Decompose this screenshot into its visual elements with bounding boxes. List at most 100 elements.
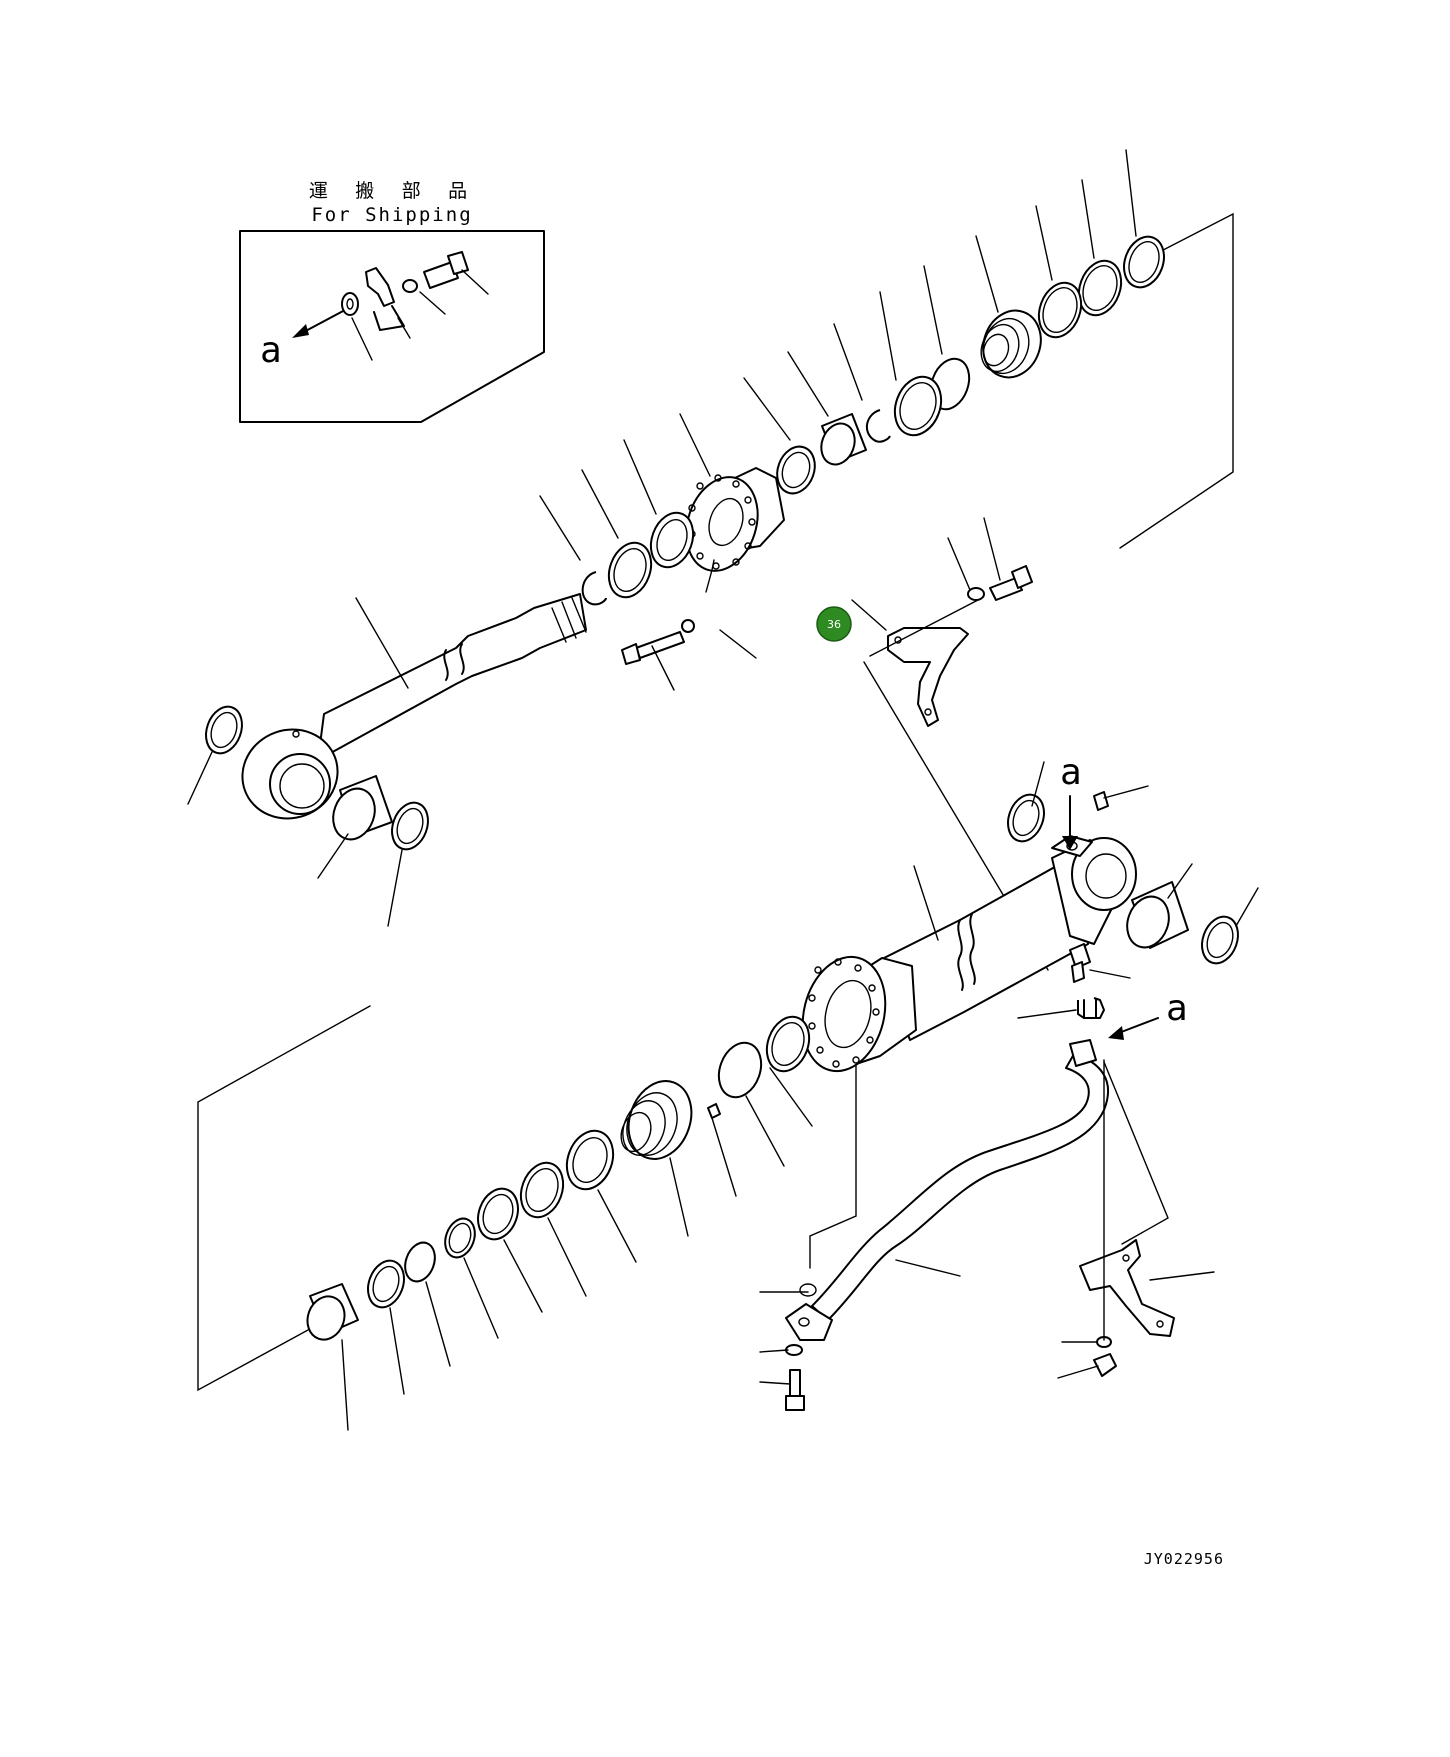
hose-bracket-part	[887, 627, 969, 727]
clamp-bolt-hole	[1156, 1320, 1164, 1328]
ring-inner	[525, 1167, 559, 1213]
hose-flange-hole	[798, 1317, 810, 1327]
cushion-ring-part	[565, 1129, 615, 1191]
rod-break-mark	[459, 643, 465, 675]
grease-fitting-hole	[292, 730, 300, 738]
drawing-code: JY022956	[1144, 1550, 1224, 1568]
wear-ring-part	[649, 511, 695, 569]
piston-ring-inner	[771, 1021, 805, 1067]
wear-ring-part	[717, 1041, 763, 1099]
dust-seal-inner	[1012, 799, 1040, 837]
leader-line	[983, 517, 1001, 581]
hose-oring	[799, 1283, 817, 1297]
rod-break-mark	[443, 649, 449, 681]
head-bolt-head	[621, 643, 641, 665]
leader-line	[869, 599, 979, 657]
shipping-bolt-head	[447, 251, 469, 275]
o-ring-part	[444, 1217, 476, 1259]
piston-bore	[620, 1111, 652, 1153]
group-bracket-clamp	[1103, 1061, 1169, 1245]
backup-ring-inner	[1082, 265, 1118, 311]
tube-bore	[824, 979, 872, 1049]
piston-rod-shaft	[317, 593, 587, 761]
o-ring-part	[404, 1241, 436, 1283]
view-arrow-shaft	[1115, 1017, 1159, 1035]
piston-part	[627, 1080, 693, 1160]
shipping-clamp-label-bracket	[373, 305, 405, 331]
cylinder-head-flange	[685, 476, 759, 572]
rod-packing-inner	[899, 382, 937, 430]
callout-number: 36	[827, 618, 841, 631]
leader-lines-upper	[187, 149, 1137, 927]
tube-break-mark	[957, 919, 964, 991]
dust-seal-part	[1201, 915, 1239, 965]
dust-seal-inner	[396, 807, 424, 845]
hose-fitting-top	[1069, 1039, 1097, 1067]
tube-bottom-bore	[1085, 853, 1127, 899]
tube-flange-holes	[808, 958, 880, 1068]
dust-seal-part	[391, 801, 429, 851]
shipping-parts-box: 運 搬 部 品 For Shipping a	[239, 180, 545, 423]
bracket-bolt-shank	[989, 577, 1023, 601]
backup-ring-part	[367, 1259, 405, 1309]
check-valve-part	[1069, 943, 1091, 969]
cylinder-tube-assembly: a	[197, 752, 1239, 1411]
retaining-ring-part	[581, 571, 607, 606]
leader-line	[461, 269, 489, 295]
seal-ring-inner	[1128, 240, 1160, 284]
u-bolt-part	[1077, 997, 1105, 1019]
buffer-seal-groove	[980, 323, 1020, 373]
group-bracket-upper	[1119, 212, 1234, 549]
ring-inner	[482, 1193, 514, 1235]
shipping-title-jp: 運 搬 部 品	[309, 180, 475, 202]
hose-bolt-head	[785, 1395, 805, 1411]
tube-bushing-face	[1126, 895, 1170, 949]
dust-seal-part	[205, 705, 243, 755]
dust-seal-inner	[210, 711, 238, 749]
view-ref-letter: a	[1060, 752, 1082, 793]
leader-lines-lower	[341, 761, 1259, 1431]
leader-line	[351, 317, 373, 361]
view-arrowhead	[1108, 1026, 1124, 1040]
group-bracket-lower	[197, 1005, 371, 1392]
leader-line	[947, 537, 971, 591]
clamp-nut	[1093, 1353, 1117, 1377]
piston-ring-part	[765, 1015, 811, 1073]
set-screw-part	[707, 1103, 721, 1119]
piston-nut-face	[306, 1295, 346, 1341]
view-ref-letter: a	[1166, 988, 1188, 1029]
ring-part	[477, 1187, 519, 1241]
leader-line	[419, 291, 446, 315]
shipping-box-frame	[239, 230, 545, 423]
callout-badge[interactable]	[816, 606, 852, 642]
dust-seal-inner	[781, 451, 811, 489]
shipping-ref-letter: a	[260, 330, 282, 371]
plug-part	[1093, 791, 1109, 811]
bracket-bolt-head	[1011, 565, 1033, 589]
head-bolt-shank	[635, 631, 685, 659]
dust-seal-part	[1007, 793, 1045, 843]
shipping-arrowhead	[292, 324, 309, 338]
dust-seal-inner	[1206, 921, 1234, 959]
rod-eye-bore	[269, 753, 331, 815]
shipping-small-washer-part	[402, 279, 418, 293]
hose-bolt-shank	[789, 1369, 801, 1397]
buffer-seal-part	[982, 309, 1042, 379]
u-bolt-legs	[1083, 999, 1097, 1019]
leader-line	[705, 559, 715, 593]
tube-break-mark	[969, 913, 976, 985]
cylinder-head-bore	[708, 497, 744, 547]
shipping-title-en: For Shipping	[311, 204, 472, 226]
rod-thread	[551, 597, 587, 643]
clamp-bolt-hole	[1122, 1254, 1130, 1262]
shipping-clamp-part	[365, 267, 395, 307]
head-bolt-washer	[681, 619, 695, 633]
piston-ring-inner	[613, 547, 647, 593]
cushion-ring-inner	[572, 1137, 608, 1183]
check-valve-nipple	[1071, 961, 1085, 983]
seal-ring-part	[1123, 235, 1165, 289]
bracket-bolt-hole	[924, 708, 932, 716]
wear-ring-inner	[656, 518, 688, 562]
dust-seal-part	[776, 445, 816, 495]
